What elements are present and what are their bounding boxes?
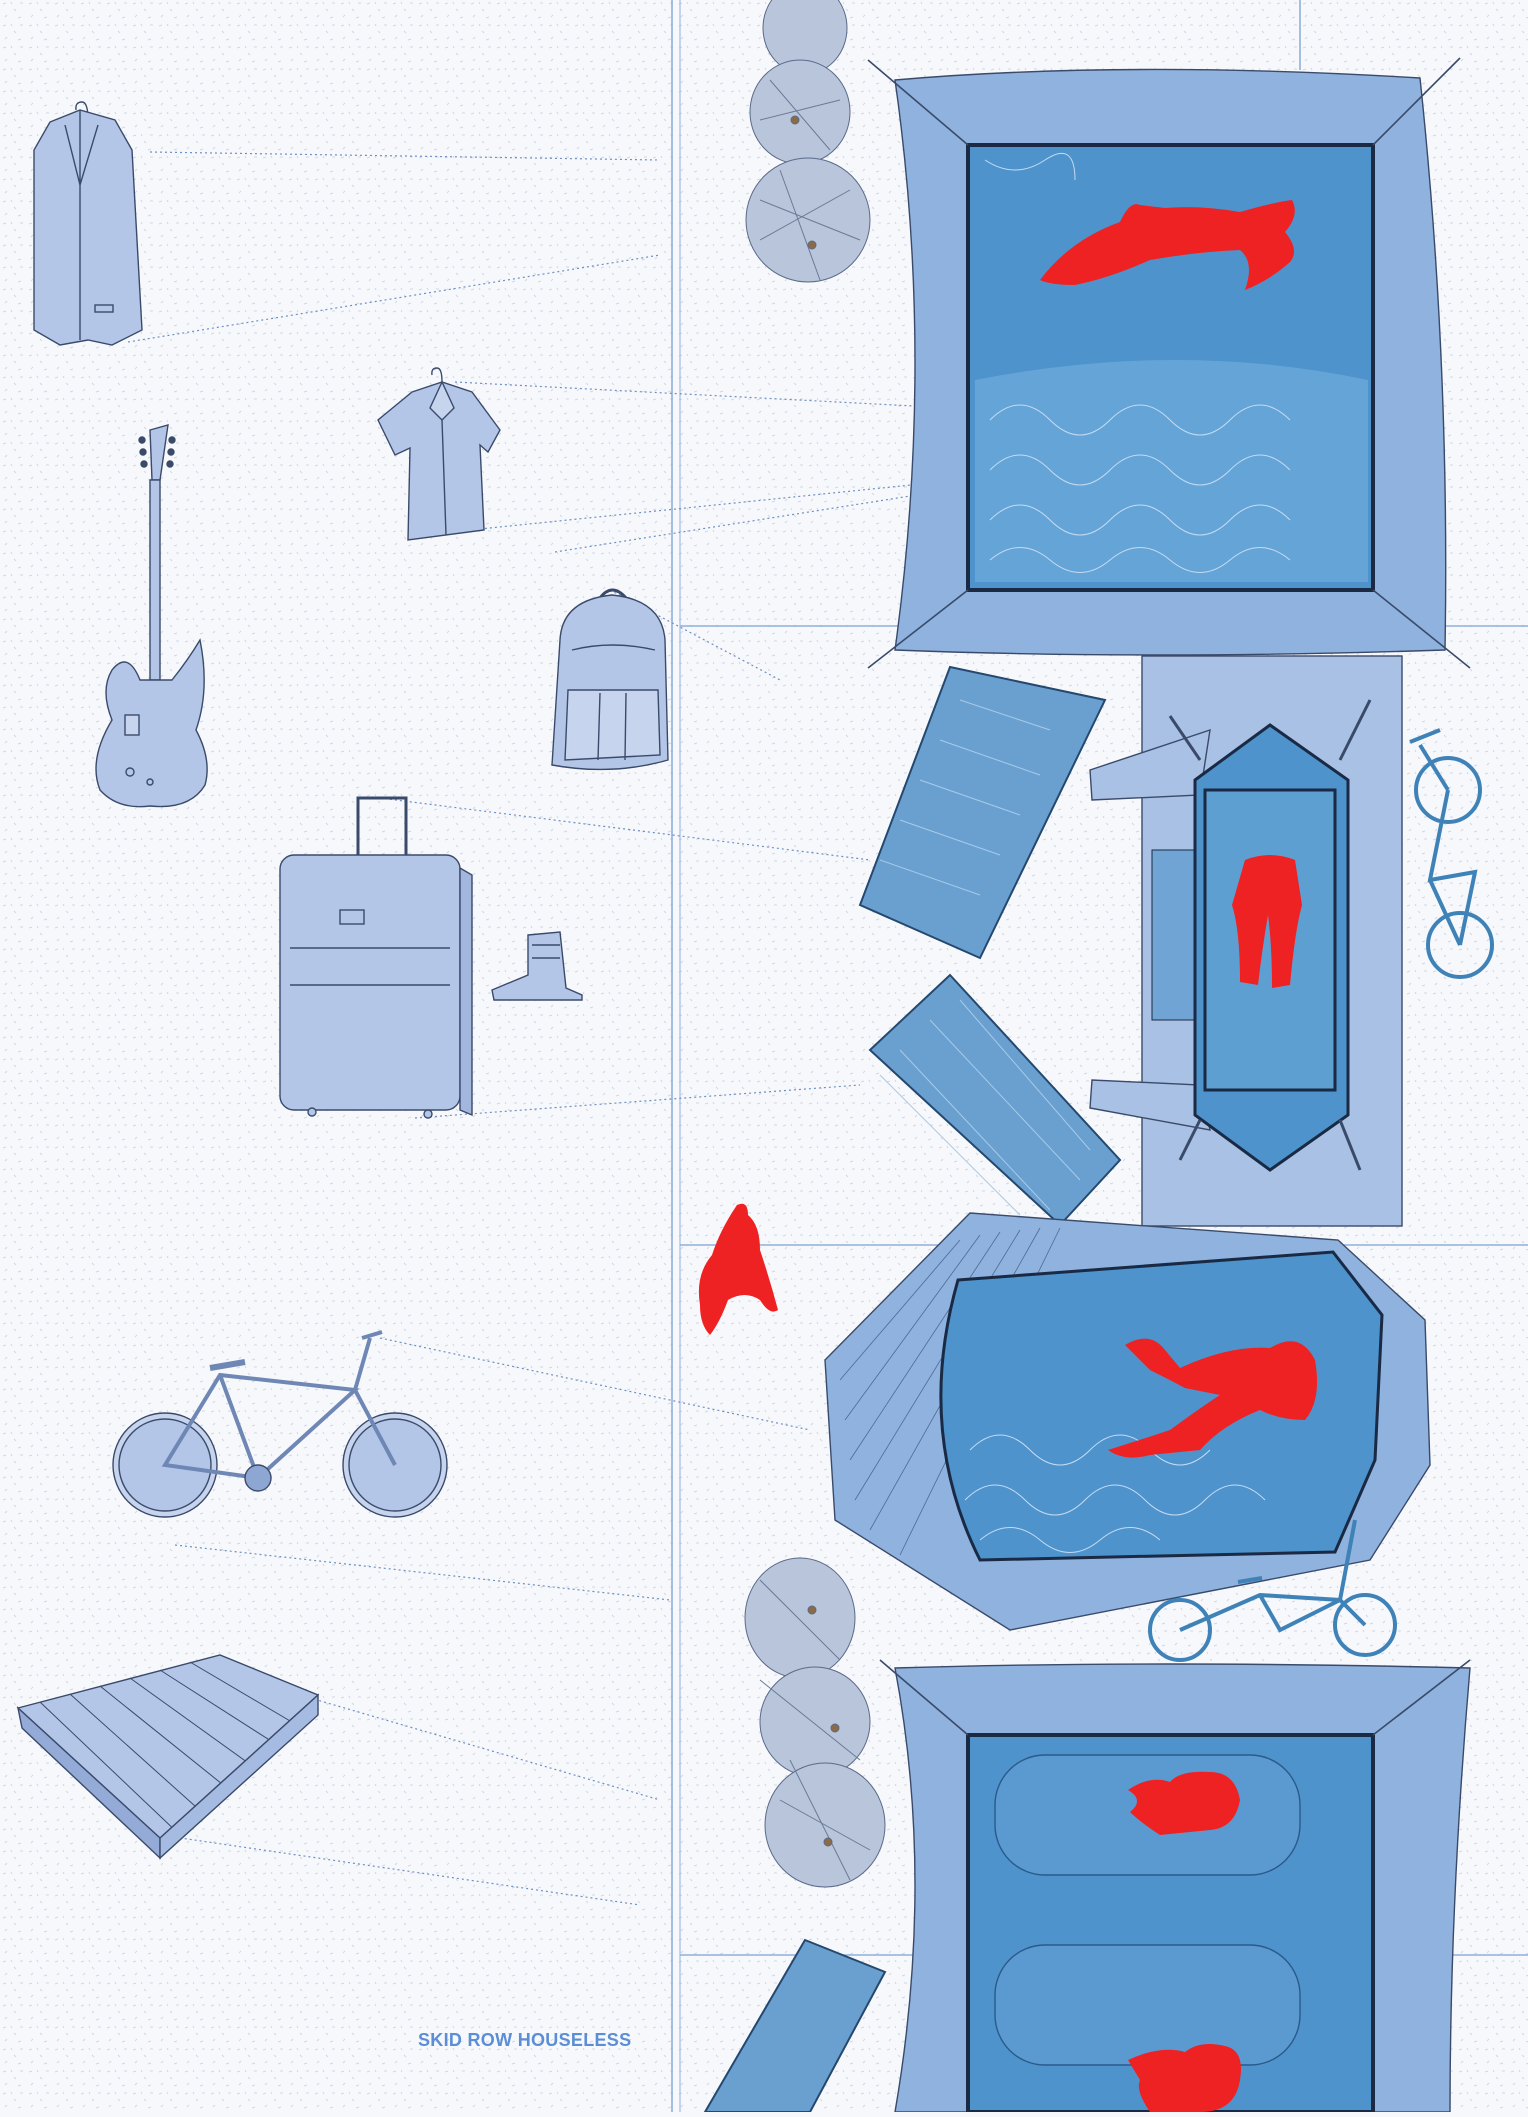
backpack-icon: [552, 590, 668, 769]
caption-title: SKID ROW HOUSELESS: [418, 2030, 631, 2051]
sleeping-person-figure: [1128, 2044, 1241, 2112]
coat-icon: [34, 102, 142, 345]
square-tent-icon: [880, 1660, 1470, 2112]
square-tent-icon: [868, 58, 1470, 668]
